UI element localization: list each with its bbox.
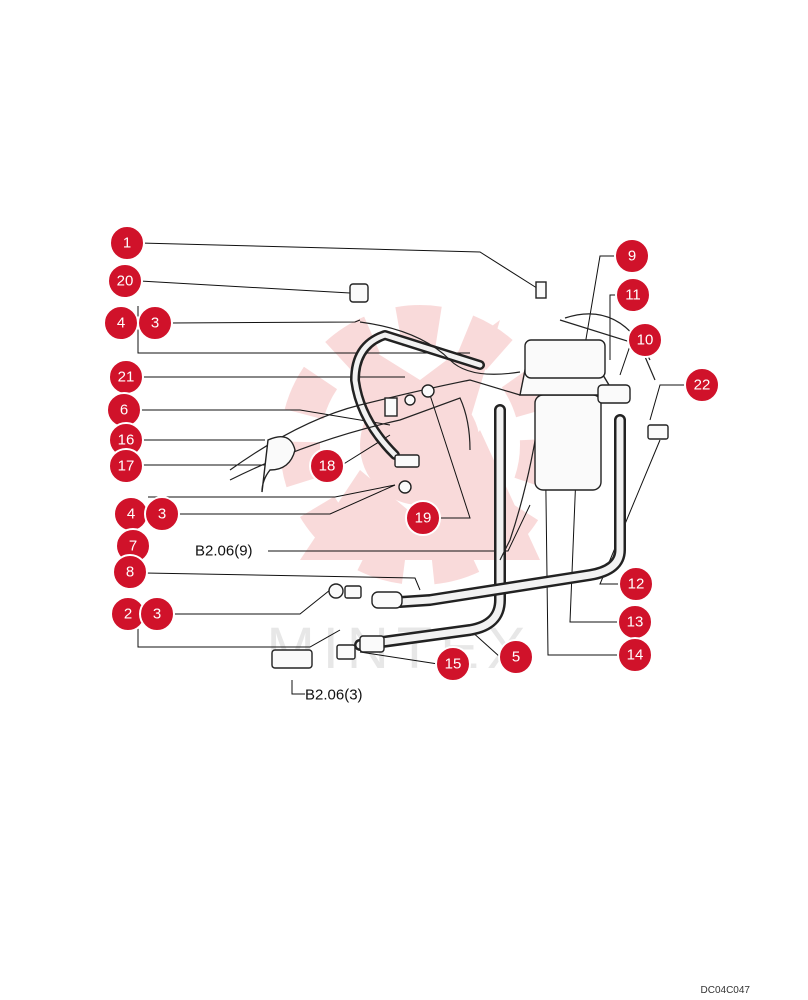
filter-body: [519, 313, 669, 491]
callout-16[interactable]: 16: [108, 422, 144, 458]
callout-10[interactable]: 10: [627, 322, 663, 358]
callout-2-label: 2: [124, 606, 132, 623]
callout-3-lower-label: 3: [153, 606, 161, 623]
callout-9[interactable]: 9: [614, 238, 650, 274]
callout-19-label: 19: [415, 510, 432, 527]
callout-17-label: 17: [118, 458, 135, 475]
callout-12-label: 12: [628, 576, 645, 593]
callout-12[interactable]: 12: [618, 566, 654, 602]
callout-20-label: 20: [117, 273, 134, 290]
hose-assembly: [229, 321, 626, 651]
callout-18-label: 18: [319, 458, 336, 475]
drawing-code: DC04C047: [700, 985, 750, 996]
callout-11-label: 11: [625, 287, 641, 304]
callout-7-label: 7: [129, 538, 137, 555]
callout-3-middle-label: 3: [158, 506, 166, 523]
callout-22-label: 22: [694, 377, 711, 394]
reference-b206-9: B2.06(9): [195, 543, 253, 560]
callout-4-middle-label: 4: [127, 506, 135, 523]
callout-15[interactable]: 15: [435, 646, 471, 682]
callout-8[interactable]: 8: [112, 554, 148, 590]
callout-6-label: 6: [120, 402, 128, 419]
callout-5[interactable]: 5: [498, 639, 534, 675]
callout-9-label: 9: [628, 248, 636, 265]
callout-6[interactable]: 6: [106, 392, 142, 428]
callout-4-middle[interactable]: 4: [113, 496, 149, 532]
small-parts: [261, 281, 547, 669]
callout-18[interactable]: 18: [309, 448, 345, 484]
reference-b206-3: B2.06(3): [305, 687, 363, 704]
callout-1-label: 1: [123, 235, 131, 252]
callout-5-label: 5: [512, 649, 520, 666]
callout-3-middle[interactable]: 3: [144, 496, 180, 532]
callout-8-label: 8: [126, 564, 134, 581]
callout-21-label: 21: [118, 369, 135, 386]
callout-13-label: 13: [627, 614, 644, 631]
callout-3-lower[interactable]: 3: [139, 596, 175, 632]
callout-19[interactable]: 19: [405, 500, 441, 536]
callout-17[interactable]: 17: [108, 448, 144, 484]
callout-14-label: 14: [627, 647, 644, 664]
callout-15-label: 15: [445, 656, 462, 673]
callout-4-upper-label: 4: [117, 315, 125, 332]
callout-22[interactable]: 22: [684, 367, 720, 403]
callout-21[interactable]: 21: [108, 359, 144, 395]
callout-13[interactable]: 13: [617, 604, 653, 640]
callout-3-upper-label: 3: [151, 315, 159, 332]
callout-4-upper[interactable]: 4: [103, 305, 139, 341]
callout-11[interactable]: 11: [615, 277, 651, 313]
callout-20[interactable]: 20: [107, 263, 143, 299]
callout-16-label: 16: [118, 432, 135, 449]
callout-1[interactable]: 1: [109, 225, 145, 261]
callout-14[interactable]: 14: [617, 637, 653, 673]
callout-10-label: 10: [637, 332, 654, 349]
callout-3-upper[interactable]: 3: [137, 305, 173, 341]
